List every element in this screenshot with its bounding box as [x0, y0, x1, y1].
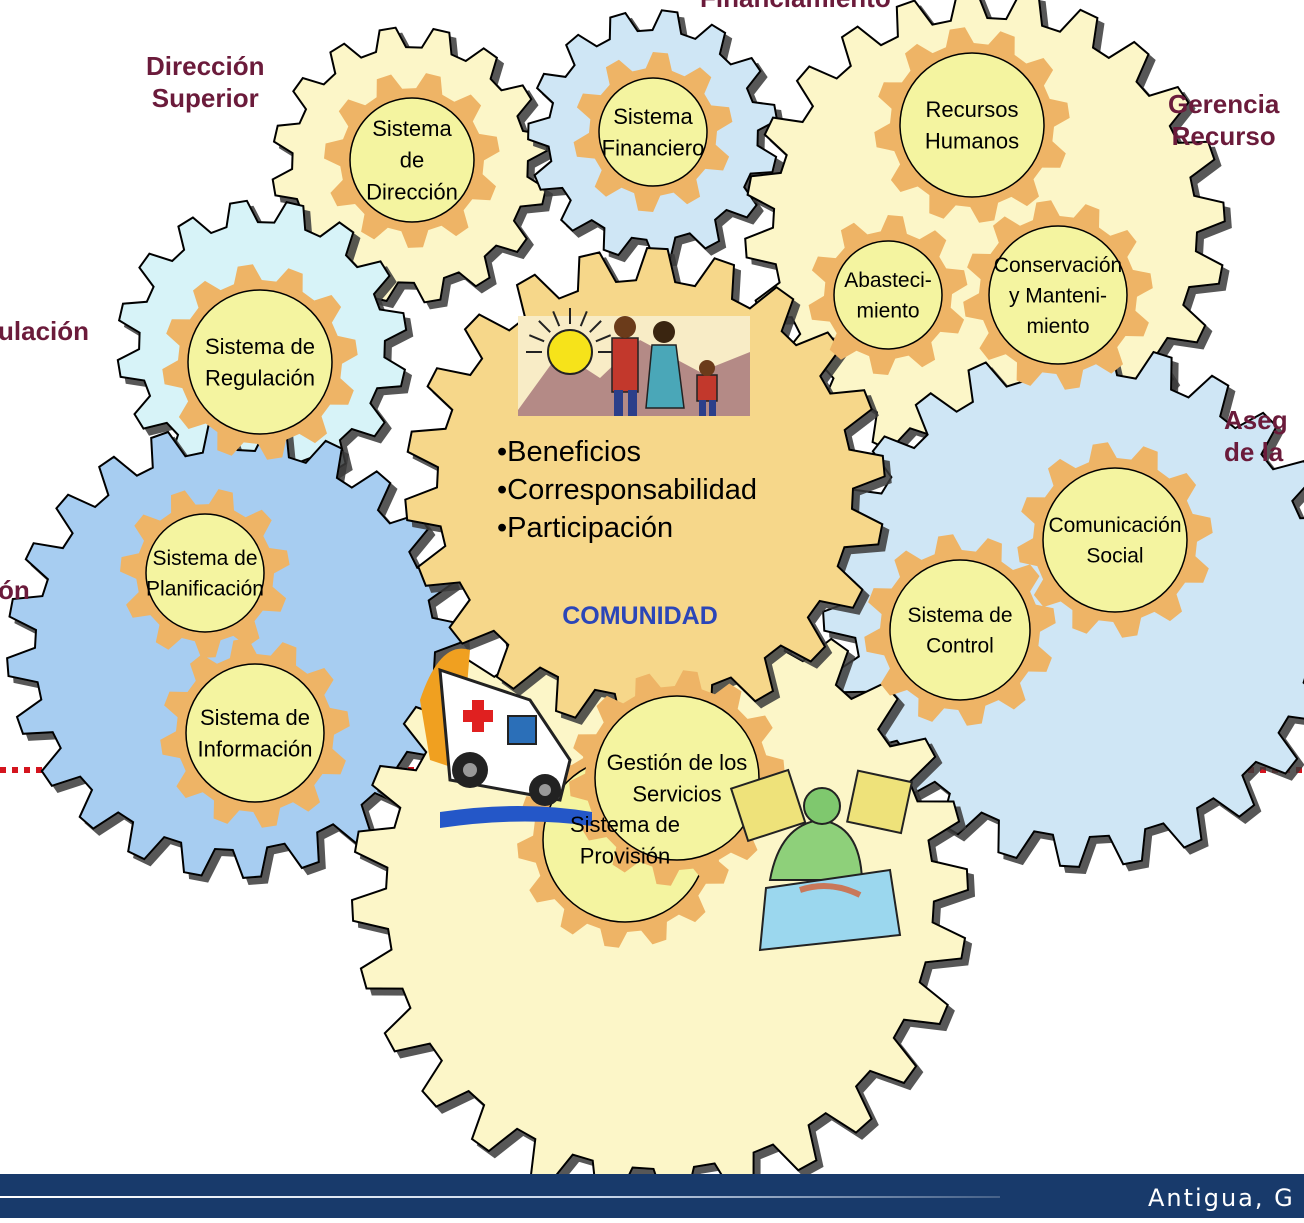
center-bullet-3: •Participación — [497, 512, 673, 544]
system-gear-planificacion — [120, 489, 290, 658]
label-direccion-superior: Dirección Superior — [146, 51, 265, 113]
footer-divider — [0, 1196, 1000, 1198]
system-gear-direccion — [324, 73, 500, 248]
footer-location: Antigua, G — [1148, 1184, 1295, 1212]
label-planificacion: ón — [0, 575, 30, 605]
system-gear-regulacion — [162, 264, 358, 460]
label-regulacion: ulación — [0, 316, 90, 346]
surgeon-clipart-icon — [729, 768, 914, 952]
system-label-abastecimiento: Abasteci-miento — [844, 269, 932, 323]
center-bullet-2: •Corresponsabilidad — [497, 474, 757, 506]
system-gear-abastecimiento — [808, 215, 968, 375]
label-gerencia-recursos: Gerencia Recurso — [1168, 89, 1280, 151]
system-gear-comunicacion — [1017, 442, 1213, 638]
system-gear-control — [864, 534, 1056, 726]
system-gear-gestion — [569, 670, 785, 886]
label-aseguramiento: Aseg de la — [1224, 405, 1288, 467]
system-gear-recursos-humanos — [874, 27, 1070, 223]
system-gear-conservacion — [963, 200, 1153, 390]
center-bullet-1: •Beneficios — [497, 436, 641, 468]
family-clipart-icon — [518, 308, 750, 416]
system-gear-informacion — [160, 638, 350, 828]
center-title: COMUNIDAD — [562, 602, 718, 630]
ambulance-clipart-icon — [420, 648, 592, 828]
label-financiamiento: Financiamiento — [700, 0, 891, 14]
system-gear-financiero — [573, 52, 733, 212]
